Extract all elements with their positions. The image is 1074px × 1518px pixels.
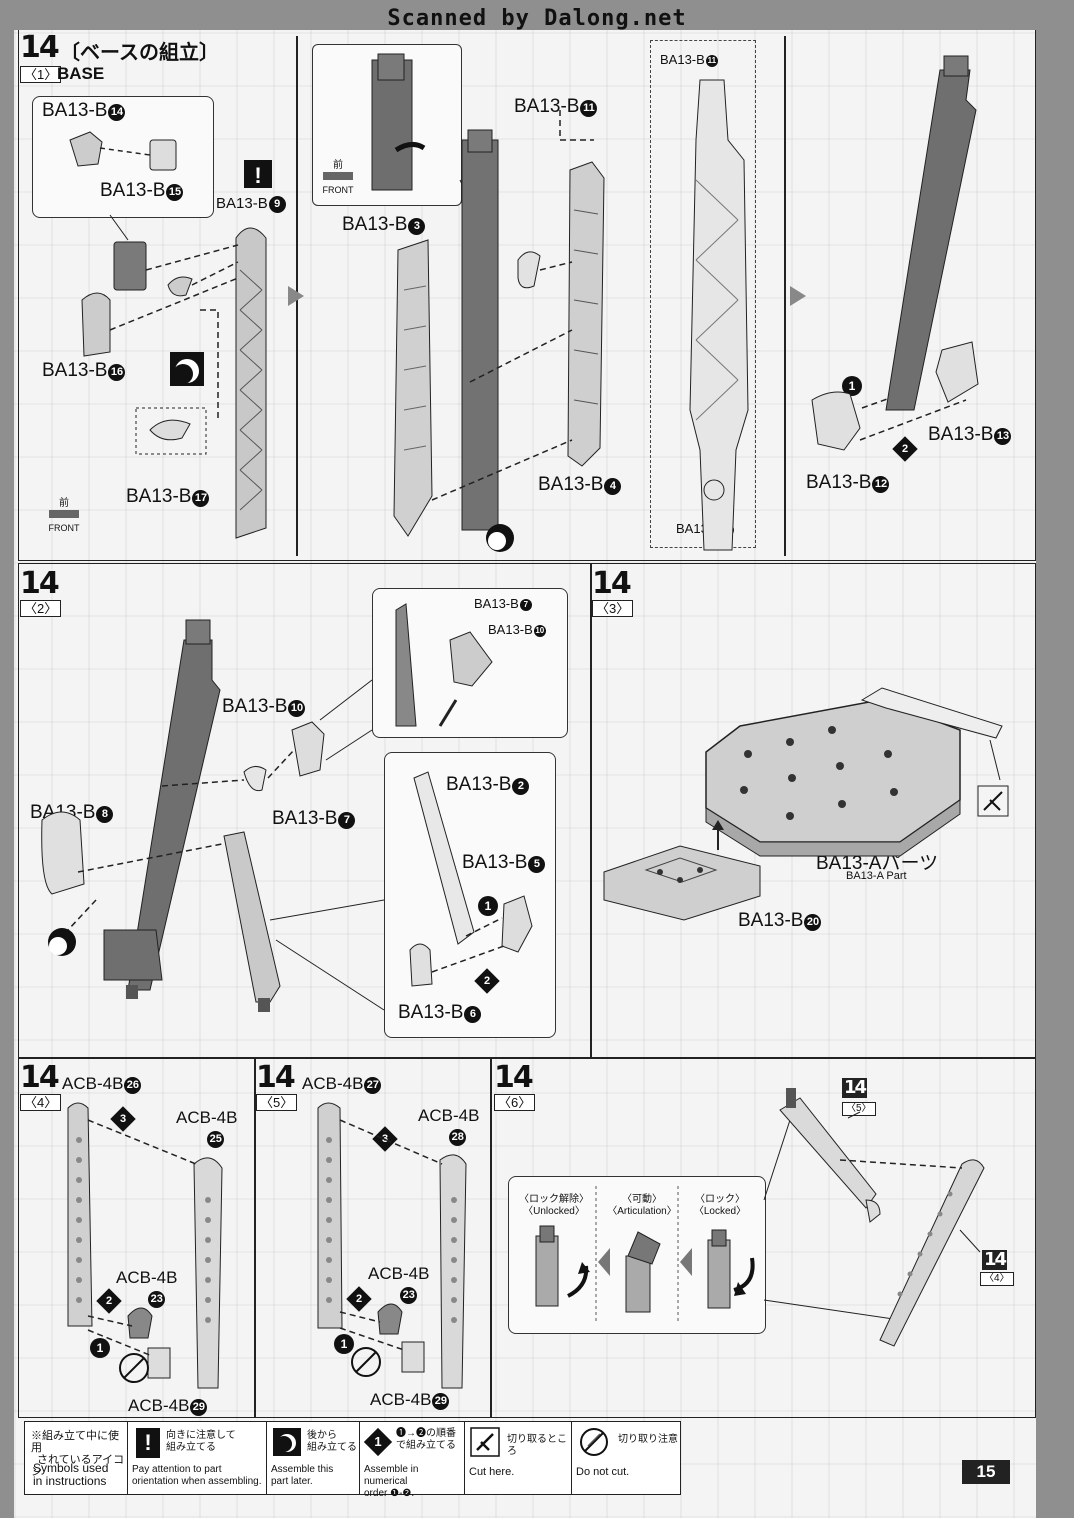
legend-text: 向きに注意して組み立てる [166, 1430, 236, 1453]
state-articulation: 〈可動〉〈Articulation〉 [607, 1194, 677, 1217]
step-marker: 1 [334, 1334, 354, 1354]
reference-substep: 〈5〉 [842, 1102, 876, 1116]
cut-icon [470, 1427, 500, 1457]
substep-label: 〈2〉 [20, 600, 62, 617]
panel-14-5 [254, 1058, 492, 1418]
detail-callout [384, 752, 556, 1038]
step-number: 14 [256, 1060, 296, 1095]
panel-14-3 [590, 563, 1036, 1058]
step-number: 14 [20, 30, 60, 65]
substep-label: 〈3〉 [592, 600, 634, 617]
legend-cut: 切り取るところ Cut here. [465, 1422, 572, 1494]
base-title: BASE [57, 64, 105, 83]
part-label-en: BA13-A Part [846, 870, 907, 882]
do-not-cut-icon [580, 1428, 608, 1456]
step-marker: 1 [478, 896, 498, 916]
step-number: 14 [592, 566, 632, 601]
panel-14-2 [18, 563, 592, 1058]
part-label: BA13-Aパーツ [816, 853, 939, 874]
step-number: 14 [20, 566, 60, 601]
legend-text: 後から組み立てる [307, 1430, 357, 1453]
state-locked: 〈ロック〉〈Locked〉 [693, 1194, 747, 1217]
substep-label: 〈1〉 [20, 66, 62, 83]
reference-step-number: 14 [982, 1249, 1007, 1270]
legend-nocut: 切り取り注意 Do not cut. [572, 1422, 678, 1494]
state-unlocked: 〈ロック解除〉〈Unlocked〉 [519, 1194, 589, 1217]
legend-text: 切り取るところ [507, 1434, 567, 1457]
substep-label: 〈5〉 [256, 1094, 298, 1111]
panel-14-1 [18, 30, 1036, 561]
reference-step-number: 14 [842, 1077, 867, 1098]
reference-substep: 〈4〉 [980, 1272, 1014, 1286]
substep-label: 〈4〉 [20, 1094, 62, 1111]
panel-14-4 [18, 1058, 256, 1418]
legend-text-en: Do not cut. [576, 1466, 630, 1478]
legend-title-jp: ※組み立て中に使用されているアイコン [31, 1430, 125, 1478]
page-number: 15 [962, 1460, 1010, 1484]
legend-text: ❶→❷の順番で組み立てる [396, 1428, 456, 1451]
legend-text-en: Cut here. [469, 1466, 515, 1478]
step-title: 〔ベースの組立〕 [60, 42, 219, 64]
assemble-later-icon [273, 1428, 301, 1456]
legend-text: 切り取り注意 [618, 1434, 678, 1445]
order-icon-number: 1 [374, 1434, 382, 1449]
step-marker: 1 [842, 376, 862, 396]
panel-14-6 [490, 1058, 1036, 1418]
step-number: 14 [20, 1060, 60, 1095]
watermark: Scanned by Dalong.net [387, 6, 687, 31]
divider [784, 36, 786, 556]
svg-text:!: ! [254, 163, 261, 188]
substep-label: 〈6〉 [494, 1094, 536, 1111]
attention-icon: ! [136, 1428, 160, 1458]
reference-box [650, 40, 756, 548]
step-number: 14 [494, 1060, 534, 1095]
step-marker: 1 [90, 1338, 110, 1358]
